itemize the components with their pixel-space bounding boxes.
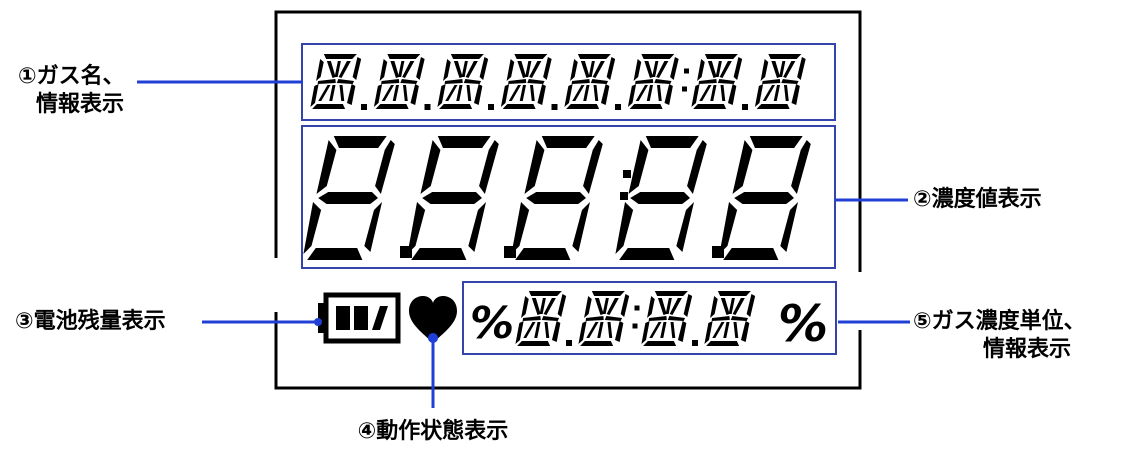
battery-icon xyxy=(318,292,401,344)
top-row-char xyxy=(310,54,362,109)
main-row-segments xyxy=(302,136,812,260)
bottom-row-colon-dot xyxy=(632,323,638,329)
status-label-line1: ④動作状態表示 xyxy=(357,419,509,444)
main-row-colon-dot xyxy=(620,192,628,200)
top-row-decimal-dot xyxy=(361,104,367,110)
top-row-decimal-dot xyxy=(424,104,431,110)
bottom-row-char xyxy=(515,291,567,346)
bottom-row-char xyxy=(641,291,693,346)
bottom-row-char xyxy=(578,291,630,346)
top-row-colon-dot xyxy=(684,68,689,74)
status-label: ④動作状態表示 xyxy=(338,418,528,446)
bottom-row-colon-dot xyxy=(634,305,640,311)
bottom-row-char xyxy=(704,291,756,346)
main-row-box xyxy=(301,125,836,269)
top-row-colon-dot xyxy=(682,86,687,92)
top-row-char xyxy=(691,54,743,109)
top-row-char xyxy=(627,54,680,109)
main-row-digit xyxy=(510,136,604,260)
top-row-segments xyxy=(310,54,807,110)
bottom-row-box xyxy=(462,281,837,355)
gas-name-label-line2: 情報表示 xyxy=(36,92,125,117)
unit-percent-left: % xyxy=(470,298,514,349)
main-row-colon-dot xyxy=(623,170,631,178)
bottom-row-decimal-dot xyxy=(692,340,698,346)
bottom-row-decimal-dot xyxy=(566,340,572,346)
gas-name-label-line1: ①ガス名、 xyxy=(18,64,125,89)
top-row-decimal-dot xyxy=(615,104,621,110)
top-row-decimal-dot xyxy=(551,104,558,110)
main-row-digit xyxy=(406,136,500,260)
concentration-label: ②濃度値表示 xyxy=(913,186,1042,214)
gas-unit-label-line1: ⑤ガス濃度単位、 xyxy=(913,309,1086,334)
top-row-decimal-dot xyxy=(742,104,748,110)
unit-percent-right: % xyxy=(778,295,828,353)
battery-label-line1: ③電池残量表示 xyxy=(15,309,166,334)
main-row-digit xyxy=(302,136,396,260)
concentration-label-line1: ②濃度値表示 xyxy=(913,187,1042,212)
top-row-decimal-dot xyxy=(488,104,494,110)
gas-unit-label-line2: 情報表示 xyxy=(983,337,1072,362)
leader-lines xyxy=(137,80,910,408)
bottom-row-segments xyxy=(515,291,756,346)
lcd-frame xyxy=(274,10,862,390)
gas-name-label: ①ガス名、 情報表示 xyxy=(18,63,125,119)
top-row-char xyxy=(500,54,553,109)
main-row-digit xyxy=(614,136,708,260)
heart-icon xyxy=(409,296,457,343)
top-row-char xyxy=(437,54,489,109)
top-row-char xyxy=(564,54,616,109)
battery-label: ③電池残量表示 xyxy=(15,308,166,336)
top-row-char xyxy=(754,54,807,109)
main-row-digit xyxy=(718,136,812,260)
top-row-char xyxy=(373,54,426,109)
gas-unit-label: ⑤ガス濃度単位、 情報表示 xyxy=(913,308,1086,364)
